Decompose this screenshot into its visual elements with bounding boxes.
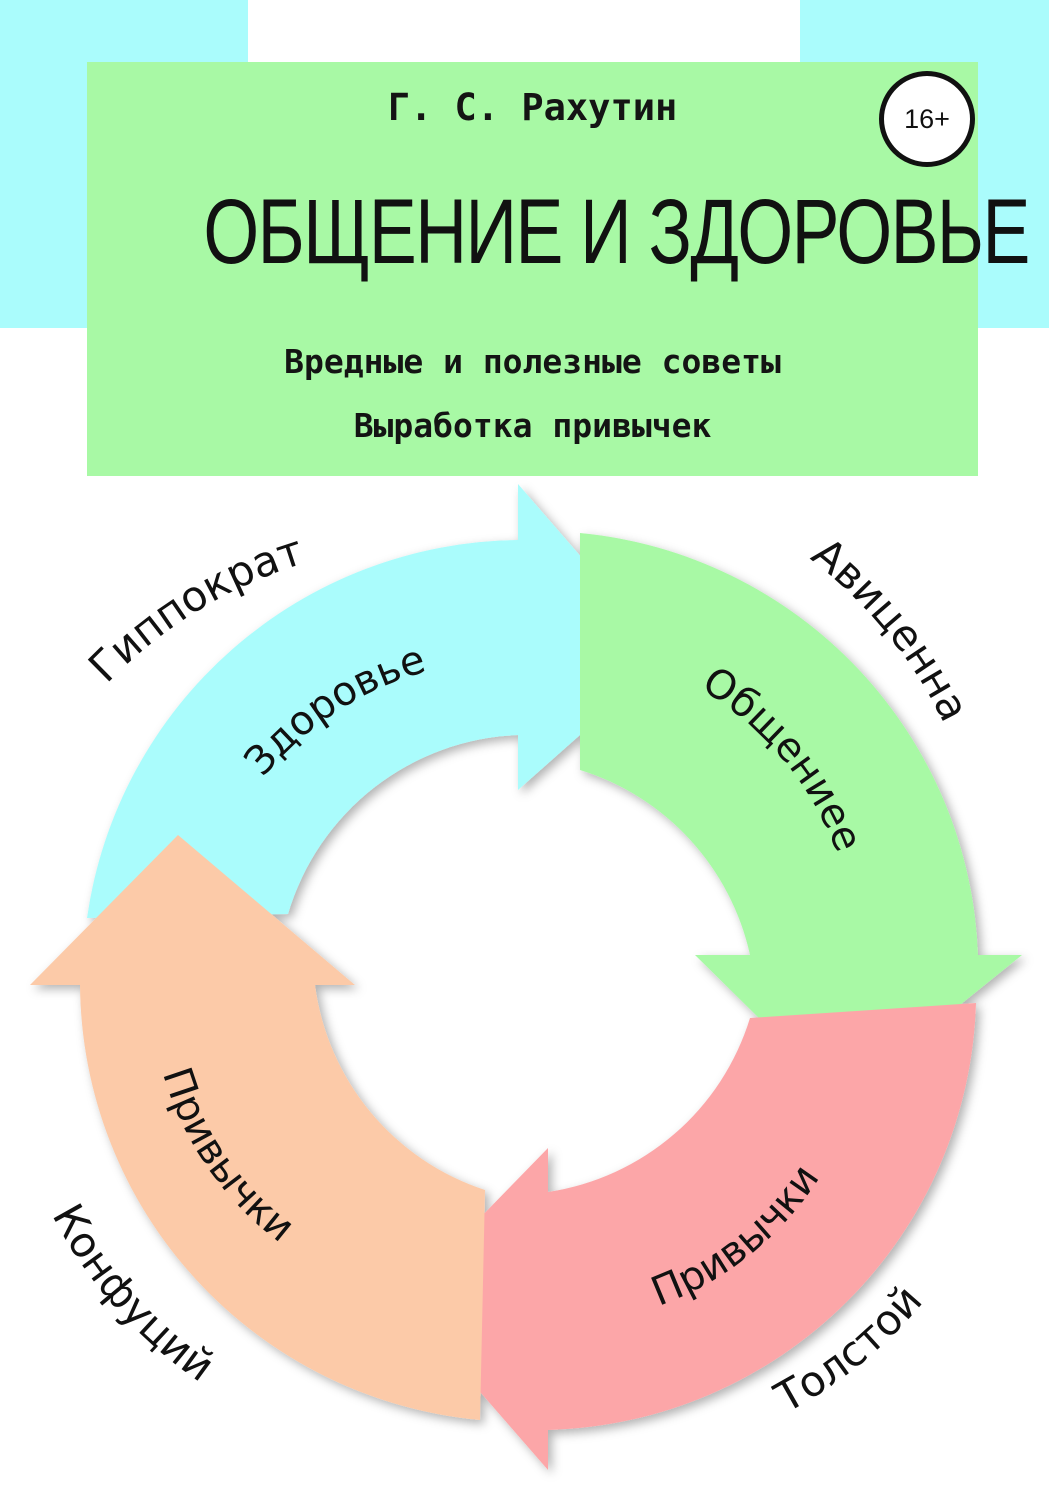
subtitle-line-2: Выработка привычек bbox=[353, 406, 712, 445]
book-title: ОБЩЕНИЕ И ЗДОРОВЬЕ bbox=[87, 180, 1030, 285]
subtitle-line-1: Вредные и полезные советы bbox=[284, 342, 781, 381]
segment-habits-left-arrow bbox=[30, 835, 485, 1420]
cycle-diagram: Здоровье Общениее Привычки Привычки Гипп… bbox=[30, 484, 1022, 1470]
segment-health-arrow bbox=[87, 484, 668, 918]
segment-communication-arrow bbox=[580, 533, 1022, 1100]
book-title-text: ОБЩЕНИЕ И ЗДОРОВЬЕ bbox=[203, 181, 1030, 283]
author-name: Г. С. Рахутин bbox=[387, 86, 678, 129]
age-rating-text: 16+ bbox=[904, 103, 950, 134]
age-rating-badge: 16+ bbox=[879, 71, 975, 167]
top-white-gap bbox=[248, 0, 800, 62]
title-panel: Г. С. Рахутин 16+ ОБЩЕНИЕ И ЗДОРОВЬЕ Вре… bbox=[87, 62, 1030, 476]
segment-habits-right-arrow bbox=[400, 1003, 976, 1470]
